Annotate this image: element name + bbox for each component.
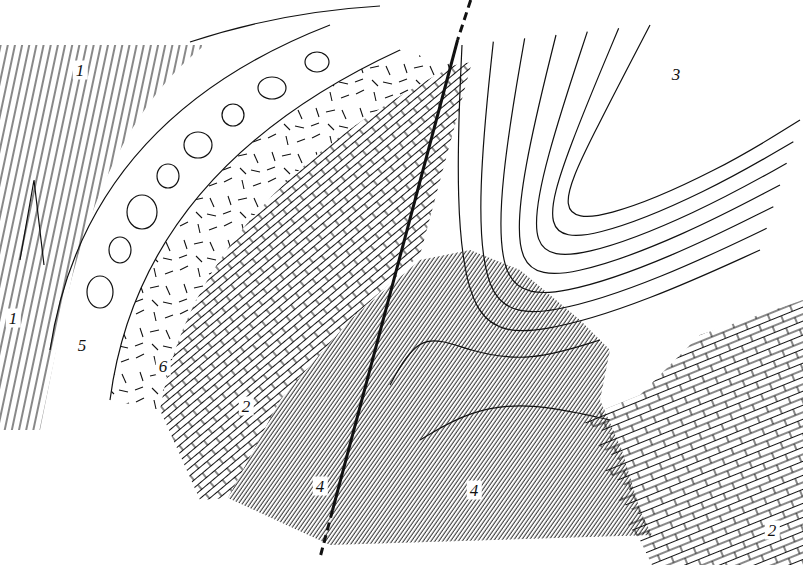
callout-number: 2	[239, 397, 254, 416]
fold-line	[501, 38, 774, 292]
fold-line	[553, 28, 794, 235]
folded-beds	[390, 25, 800, 440]
callout-number: 1	[6, 309, 21, 328]
fold-line	[481, 42, 767, 312]
unit-shale	[228, 250, 652, 545]
callout-number: 4	[467, 481, 482, 500]
callout-number: 5	[75, 336, 90, 355]
callout-number: 4	[313, 477, 328, 496]
fault-line	[321, 0, 471, 555]
fold-line	[568, 25, 800, 216]
fold-line	[458, 45, 760, 331]
callout-number: 3	[669, 65, 684, 84]
fold-line	[390, 340, 600, 385]
callout-number: 2	[765, 521, 780, 540]
callout-number: 6	[156, 357, 171, 376]
fold-line	[420, 406, 610, 440]
fold-line	[519, 35, 780, 273]
fold-line	[536, 32, 786, 255]
callout-number: 1	[73, 61, 88, 80]
unit-limestone-right	[578, 300, 803, 565]
